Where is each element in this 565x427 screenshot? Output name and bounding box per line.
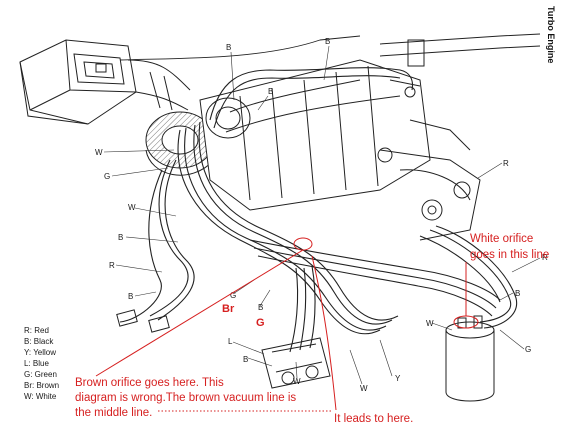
annotations: White orifice goes in this line Brown or…: [75, 233, 549, 425]
red-hose-labels: Br G: [222, 303, 265, 329]
brown-orifice-pointer: [95, 249, 304, 377]
leads-here-note: It leads to here.: [334, 413, 413, 425]
brown-orifice-circle: [293, 237, 313, 251]
label-l-lower: L: [228, 337, 233, 346]
label-y-lower: Y: [395, 374, 401, 383]
legend-black: B: Black: [24, 337, 54, 346]
label-w-right: W: [426, 319, 434, 328]
label-r-right2: R: [542, 253, 548, 262]
brown-orifice-note-line2: diagram is wrong.The brown vacuum line i…: [75, 392, 296, 404]
label-b-top2: B: [268, 87, 273, 96]
hose-labels: B B B W G W B R B G B L B W Y W R R B G …: [95, 37, 548, 393]
label-b-left: B: [118, 233, 123, 242]
legend-white: W: White: [24, 392, 57, 401]
label-g-right: G: [525, 345, 531, 354]
label-g-red: G: [256, 317, 265, 329]
red-markup: [95, 237, 479, 412]
legend-green: G: Green: [24, 370, 57, 379]
engine-drawing: [19, 33, 541, 402]
air-filter-box: [19, 39, 137, 125]
label-b-right: B: [515, 289, 520, 298]
leader-lines: [103, 45, 541, 385]
legend-red: R: Red: [24, 326, 49, 335]
brown-orifice-note-line1: Brown orifice goes here. This: [75, 377, 224, 389]
turbocharger: [145, 111, 215, 176]
label-w-bottom: W: [360, 384, 368, 393]
charcoal-canister: [445, 315, 495, 402]
upper-right-pipe: [379, 33, 541, 98]
legend-yellow: Y: Yellow: [24, 348, 56, 357]
white-orifice-note-line1: White orifice: [470, 233, 533, 245]
label-b-top: B: [226, 43, 231, 52]
label-w-left: W: [95, 148, 103, 157]
label-b-lower: B: [243, 355, 248, 364]
label-b-mid: B: [258, 303, 263, 312]
label-g-left: G: [104, 172, 110, 181]
label-g-mid: G: [230, 291, 236, 300]
legend-brown: Br: Brown: [24, 381, 59, 390]
brown-orifice-note-line3: the middle line.: [75, 407, 152, 419]
left-valves: [116, 309, 170, 333]
label-w-lower: W: [293, 377, 301, 386]
label-r-right: R: [503, 159, 509, 168]
color-legend: R: Red B: Black Y: Yellow L: Blue G: Gre…: [24, 326, 59, 401]
leads-here-pointer: [311, 255, 337, 411]
label-r-left: R: [109, 261, 115, 270]
side-title: Turbo Engine: [546, 6, 556, 63]
intake-manifold: [199, 59, 431, 211]
vacuum-hoses: [119, 35, 518, 353]
label-br-red: Br: [222, 303, 235, 315]
label-w-left2: W: [128, 203, 136, 212]
label-b-right-top: B: [325, 37, 330, 46]
legend-blue: L: Blue: [24, 359, 49, 368]
label-b-left2: B: [128, 292, 133, 301]
white-orifice-note-line2: goes in this line: [470, 249, 549, 261]
